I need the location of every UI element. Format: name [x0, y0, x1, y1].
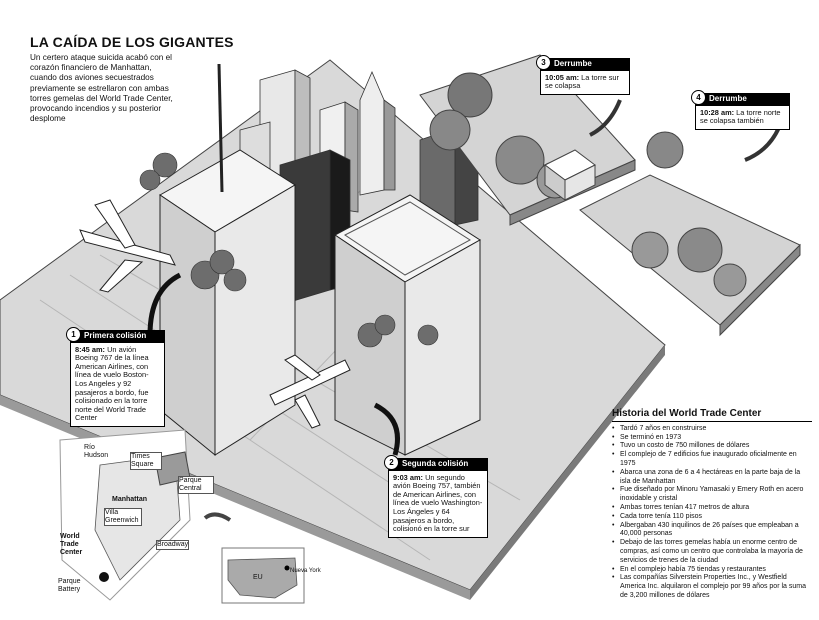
history-item: Ambas torres tenían 417 metros de altura [612, 504, 812, 513]
impact-arrows [147, 272, 400, 456]
event-1-time: 8:45 am: [75, 344, 105, 354]
north-tower [159, 63, 296, 457]
event-2-text: Un segundo avión Boeing 757, también de … [393, 472, 483, 534]
history-item: Fue diseñado por Minoru Yamasaki y Emery… [612, 486, 812, 504]
history-item: El complejo de 7 edificios fue inaugurad… [612, 451, 812, 469]
map-label-times: Times Square [130, 452, 162, 470]
event-4-time: 10:28 am: [700, 107, 735, 117]
event-1-label: Primera colisión [84, 331, 147, 340]
event-4-label: Derrumbe [709, 94, 747, 103]
map-label-broadway: Broadway [156, 540, 190, 550]
intro-text: Un certero ataque suicida acabó con el c… [30, 53, 173, 124]
history-item: Las compañías Silverstein Properties Inc… [612, 574, 812, 600]
event-2-time: 9:03 am: [393, 472, 423, 482]
history-item: Cada torre tenía 110 pisos [612, 513, 812, 522]
usa-map [221, 547, 305, 604]
page-title: LA CAÍDA DE LOS GIGANTES [30, 34, 234, 50]
airplane-1 [79, 199, 176, 293]
airplane-2 [269, 354, 351, 429]
arrow-4 [744, 124, 782, 162]
collapse-panel-4 [579, 131, 801, 337]
map-label-villa: Villa Greenwich [104, 508, 142, 526]
event-3-time: 10:05 am: [545, 72, 580, 82]
arrow-3 [589, 99, 622, 137]
collapse-panel-3 [419, 54, 636, 226]
history-item: Debajo de las torres gemelas había un en… [612, 539, 812, 565]
event-1-text: Un avión Boeing 767 de la línea American… [75, 344, 149, 423]
event-3-text: La torre sur se colapsa [545, 72, 619, 91]
event-4-text: La torre norte se colapsa también [700, 107, 781, 126]
history-item: Abarca una zona de 6 a 4 hectáreas en la… [612, 469, 812, 487]
map-label-central: Parque Central [178, 476, 214, 494]
history-item: Albergaban 430 inquilinos de 26 países q… [612, 522, 812, 540]
history-list: Tardó 7 años en construirse Se terminó e… [612, 425, 812, 601]
map-label-battery: Parque Battery [58, 578, 81, 593]
map-label-wtc: World Trade Center [60, 533, 83, 556]
history-item: En el complejo había 75 tiendas y restau… [612, 566, 812, 575]
history-panel: Historia del World Trade Center Tardó 7 … [612, 409, 812, 601]
smoke [139, 152, 439, 348]
event-2-label: Segunda colisión [402, 459, 469, 468]
map-label-manhattan: Manhattan [112, 496, 147, 503]
map-label-rio: Río Hudson [84, 444, 109, 459]
map-label-eu: EU [253, 574, 263, 581]
south-tower [334, 194, 481, 456]
history-item: Tardó 7 años en construirse [612, 425, 812, 434]
map-label-ny: Nueva York [290, 568, 321, 574]
history-item: Tuvo un costo de 750 millones de dólares [612, 442, 812, 451]
history-title: Historia del World Trade Center [612, 409, 812, 422]
history-item: Se terminó en 1973 [612, 434, 812, 443]
event-3-label: Derrumbe [554, 59, 592, 68]
